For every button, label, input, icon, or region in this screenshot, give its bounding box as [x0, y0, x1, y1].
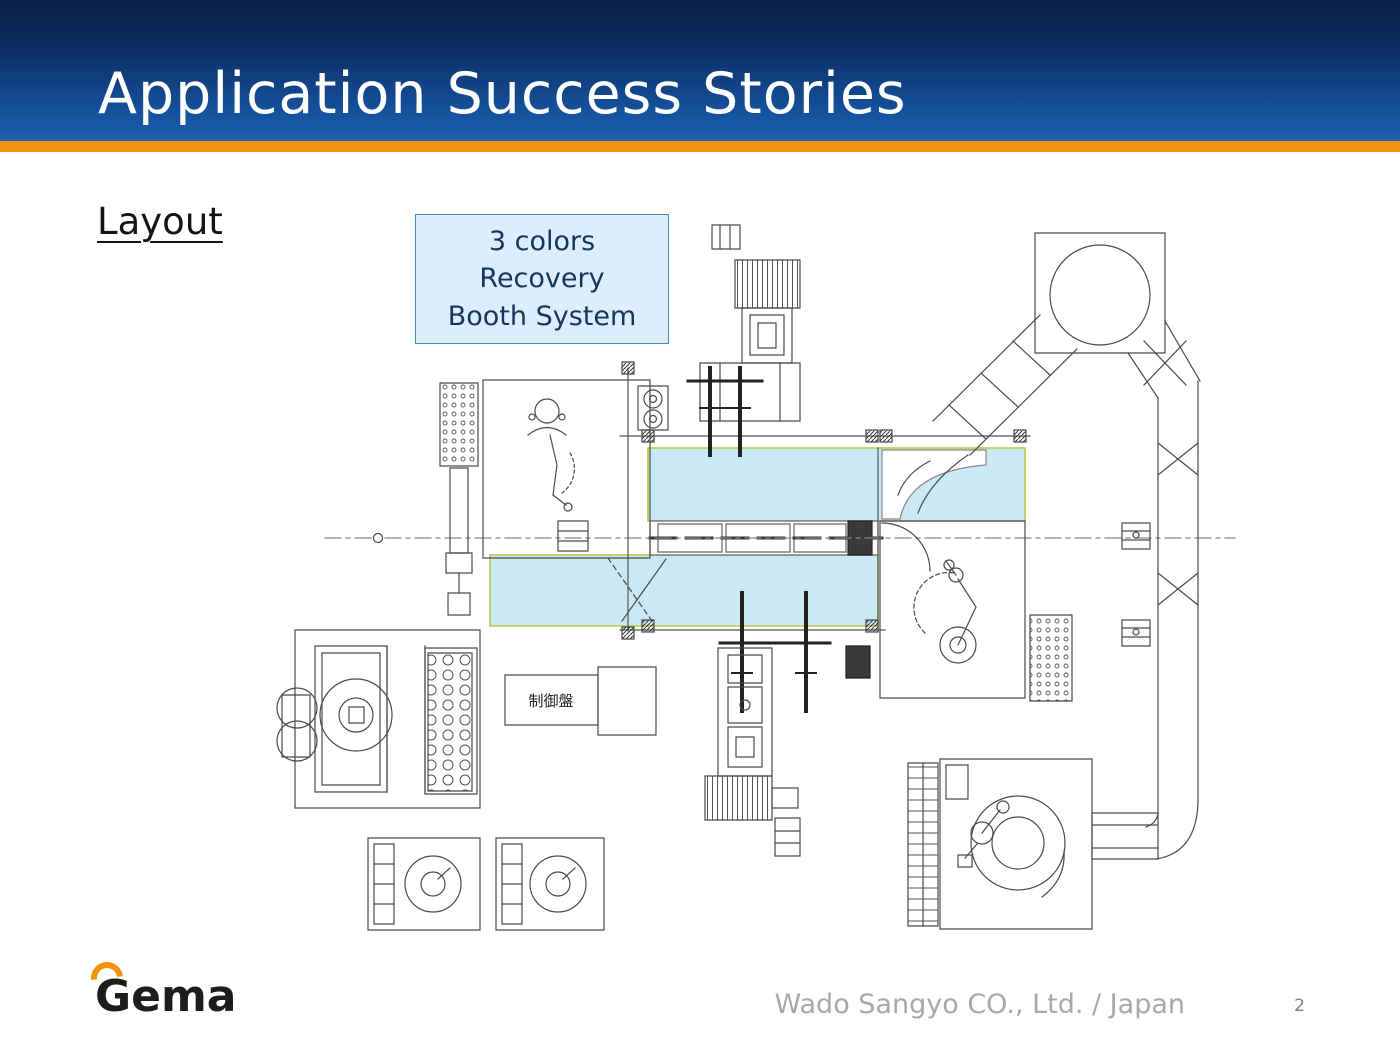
turntable-machine	[277, 630, 480, 808]
mount-markers	[622, 362, 1026, 639]
service-boxes	[1122, 523, 1150, 646]
pump-skid-2	[496, 838, 604, 930]
recovery-fan-unit	[908, 759, 1092, 929]
footer-credit: Wado Sangyo CO., Ltd. / Japan	[774, 989, 1185, 1020]
overhead-conveyor-feed	[688, 225, 800, 455]
factory-layout-drawing: 制御盤	[270, 203, 1240, 963]
conveyor-support-poles	[720, 593, 830, 711]
page-number: 2	[1294, 996, 1305, 1016]
gema-logo-text: Gema	[95, 971, 237, 1022]
callout-box: 3 colors Recovery Booth System	[415, 214, 669, 344]
slide-title: Application Success Stories	[98, 61, 907, 127]
powder-feed-tower	[705, 648, 800, 856]
callout-line-2: Recovery	[479, 263, 605, 295]
worker-spray-station	[483, 380, 650, 558]
booth-frame-lines	[620, 368, 1030, 631]
centerline	[325, 534, 1235, 543]
right-reciprocator-rack	[1030, 615, 1072, 701]
gema-logo: Gema	[84, 955, 237, 1022]
section-heading: Layout	[97, 200, 223, 243]
callout-line-3: Booth System	[447, 300, 637, 332]
control-panel: 制御盤	[505, 667, 656, 735]
cyclone-unit	[898, 233, 1200, 513]
accent-bar	[0, 141, 1400, 152]
callout-line-1: 3 colors	[488, 226, 596, 258]
pump-skid-1	[368, 838, 480, 930]
slide-header: Application Success Stories	[0, 0, 1400, 141]
left-reciprocator-tower	[440, 383, 478, 615]
control-panel-label: 制御盤	[528, 692, 573, 710]
edge-pump-unit	[638, 386, 668, 430]
robot-station	[880, 521, 1025, 698]
